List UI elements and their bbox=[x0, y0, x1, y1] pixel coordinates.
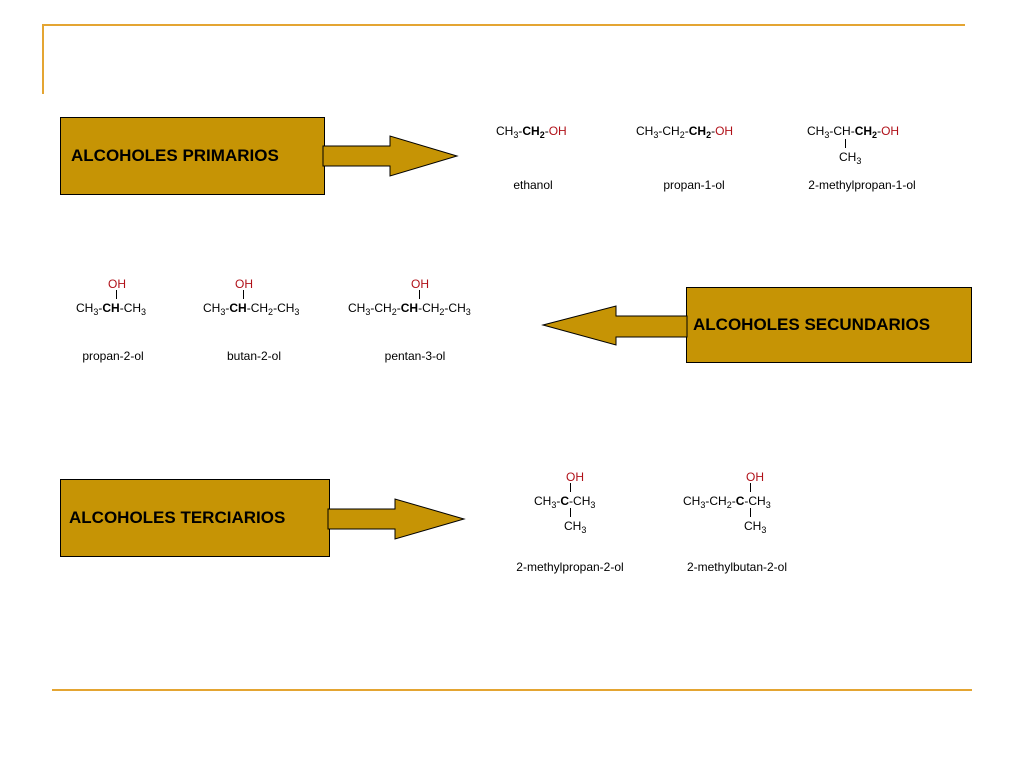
bond-line bbox=[750, 483, 751, 492]
2-methylpropan-2-ol-formula: CH3-C-CH3 bbox=[534, 494, 596, 510]
bond-line bbox=[243, 290, 244, 299]
primary-alcohols-box: ALCOHOLES PRIMARIOS bbox=[60, 117, 325, 195]
left-arrow-icon bbox=[541, 305, 688, 346]
bond-line bbox=[570, 483, 571, 492]
molecule-name: 2-methylbutan-2-ol bbox=[686, 560, 788, 574]
molecule-name: pentan-3-ol bbox=[384, 349, 446, 363]
bond-line bbox=[750, 508, 751, 517]
top-rule bbox=[43, 24, 965, 26]
oh-group: OH bbox=[566, 470, 584, 484]
secondary-alcohols-box: ALCOHOLES SECUNDARIOS bbox=[686, 287, 972, 363]
2-methylbutan-2-ol-formula: CH3-CH2-C-CH3 bbox=[683, 494, 771, 510]
molecule-name: 2-methylpropan-2-ol bbox=[516, 560, 624, 574]
molecule-name: butan-2-ol bbox=[226, 349, 282, 363]
bond-line bbox=[419, 290, 420, 299]
ethanol-formula: CH3-CH2-OH bbox=[496, 124, 567, 140]
secondary-alcohols-label: ALCOHOLES SECUNDARIOS bbox=[693, 315, 931, 334]
molecule-name: propan-1-ol bbox=[663, 178, 725, 192]
molecule-name: 2-methylpropan-1-ol bbox=[808, 178, 916, 192]
oh-group: OH bbox=[108, 277, 126, 291]
primary-alcohols-label: ALCOHOLES PRIMARIOS bbox=[71, 146, 279, 165]
methyl-branch: CH3 bbox=[564, 519, 587, 535]
right-arrow-icon bbox=[322, 135, 459, 177]
bond-line bbox=[570, 508, 571, 517]
2-methylpropan-1-ol-formula: CH3-CH-CH2-OH bbox=[807, 124, 900, 140]
tertiary-alcohols-label: ALCOHOLES TERCIARIOS bbox=[69, 508, 286, 527]
butan-2-ol-formula: CH3-CH-CH2-CH3 bbox=[203, 301, 300, 317]
bond-line bbox=[116, 290, 117, 299]
oh-group: OH bbox=[235, 277, 253, 291]
propan-1-ol-formula: CH3-CH2-CH2-OH bbox=[636, 124, 734, 140]
methyl-branch: CH3 bbox=[839, 150, 862, 166]
bond-line bbox=[845, 139, 846, 148]
left-rule bbox=[42, 24, 44, 94]
oh-group: OH bbox=[746, 470, 764, 484]
oh-group: OH bbox=[411, 277, 429, 291]
molecule-name: ethanol bbox=[513, 178, 553, 192]
pentan-3-ol-formula: CH3-CH2-CH-CH2-CH3 bbox=[348, 301, 471, 317]
right-arrow-icon bbox=[327, 498, 466, 540]
tertiary-alcohols-box: ALCOHOLES TERCIARIOS bbox=[60, 479, 330, 557]
methyl-branch: CH3 bbox=[744, 519, 767, 535]
bottom-rule bbox=[52, 689, 972, 691]
propan-2-ol-formula: CH3-CH-CH3 bbox=[76, 301, 147, 317]
molecule-name: propan-2-ol bbox=[82, 349, 144, 363]
